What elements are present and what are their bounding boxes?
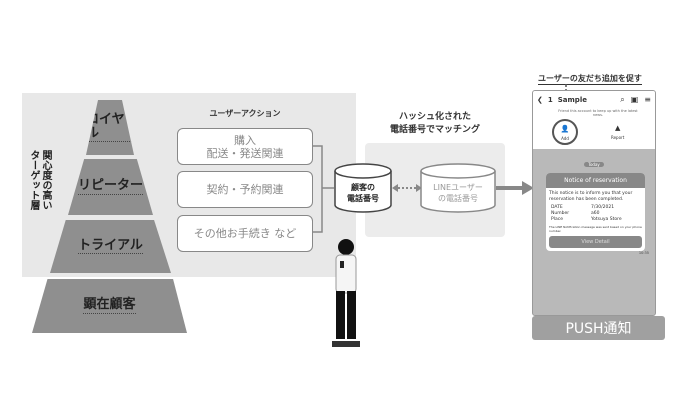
tier-label: トライアル bbox=[78, 237, 143, 255]
add-user-icon: 👤 bbox=[560, 125, 570, 133]
account-name: Sample bbox=[557, 96, 587, 104]
row-label: DATE bbox=[551, 205, 563, 210]
date-chip: Today bbox=[584, 162, 604, 167]
row-value: Yotsuya Store bbox=[591, 217, 622, 222]
interest-label: 関心度の高い ターゲット層 bbox=[28, 150, 51, 210]
bracket-line bbox=[313, 145, 334, 233]
row-label: Place bbox=[551, 217, 563, 222]
action-contract: 契約・予約関連 bbox=[177, 171, 313, 208]
menu-icon[interactable]: ≡ bbox=[644, 95, 651, 104]
card-body: This notice is to inform you that your r… bbox=[549, 191, 633, 202]
add-label: Add bbox=[561, 136, 569, 141]
report-label: Report bbox=[611, 135, 625, 140]
matching-title: ハッシュ化された 電話番号でマッチング bbox=[389, 112, 480, 135]
intro-text: Friend this account to keep up with the … bbox=[558, 109, 638, 117]
card-title: Notice of reservation bbox=[546, 173, 645, 188]
message-time: 10:35 bbox=[638, 251, 649, 255]
tier-trial: トライアル bbox=[50, 220, 171, 273]
line-db-label: LINEユーザー の電話番号 bbox=[433, 183, 483, 203]
arrow-right-icon bbox=[496, 181, 534, 195]
actions-title: ユーザーアクション bbox=[209, 109, 281, 118]
add-friend-button[interactable]: 👤 Add bbox=[552, 119, 578, 145]
row-value: 7/30/2021 bbox=[591, 205, 615, 210]
row-label: Number bbox=[551, 211, 570, 216]
tier-latent: 顕在顧客 bbox=[32, 279, 187, 333]
row-value: a60 bbox=[591, 211, 600, 216]
tier-label: リピーター bbox=[77, 178, 143, 195]
card-footnote: The LINE Notification message was sent b… bbox=[549, 225, 642, 233]
report-icon: ▲ bbox=[614, 124, 621, 132]
action-other: その他お手続き など bbox=[177, 215, 313, 252]
phone-screen: ❮ 1 Sample ⌕ ▣ ≡ Friend this account to kee… bbox=[532, 90, 656, 316]
report-button[interactable]: ▲ Report bbox=[611, 123, 624, 143]
line-db-icon bbox=[420, 163, 496, 213]
notes-icon[interactable]: ▣ bbox=[630, 95, 639, 104]
tier-repeater: リピーター bbox=[68, 159, 153, 215]
tier-label: 顕在顧客 bbox=[83, 297, 136, 314]
back-count: 1 bbox=[547, 96, 553, 104]
person-with-phone-illustration bbox=[332, 239, 360, 347]
reservation-card: Notice of reservation This notice is to … bbox=[546, 173, 645, 251]
action-purchase: 購入 配送・発送関連 bbox=[177, 128, 313, 165]
view-detail-button[interactable]: View Detail bbox=[549, 236, 642, 248]
customer-db-icon bbox=[334, 163, 392, 213]
customer-db-label: 顧客の 電話番号 bbox=[347, 183, 379, 203]
add-friend-note: ユーザーの友だち追加を促す bbox=[538, 74, 642, 85]
dotted-double-arrow-icon bbox=[392, 184, 422, 192]
push-label: PUSH通知 bbox=[532, 316, 665, 340]
search-icon[interactable]: ⌕ bbox=[620, 95, 625, 104]
back-icon[interactable]: ❮ bbox=[537, 96, 543, 104]
